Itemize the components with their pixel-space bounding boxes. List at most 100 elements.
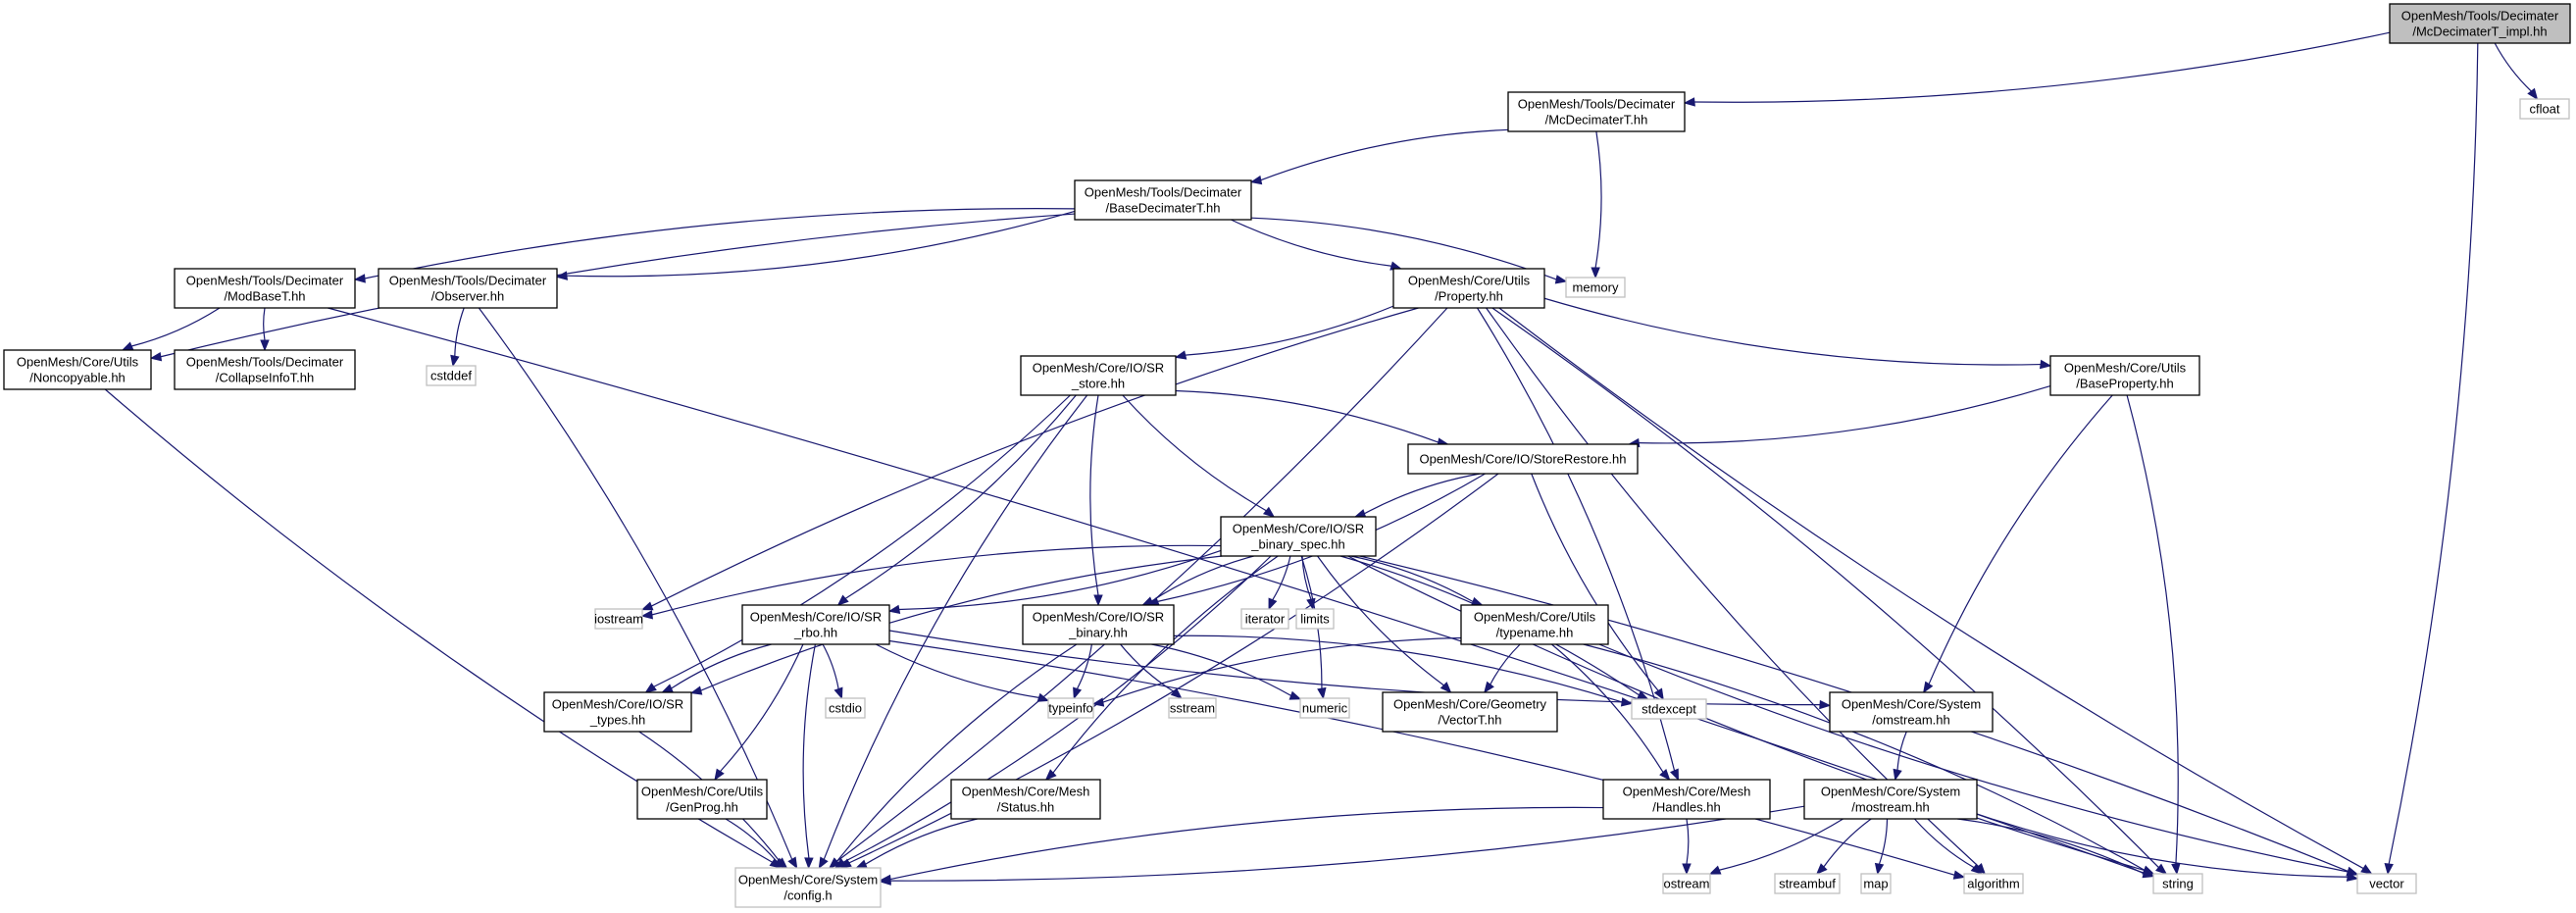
- edge-srrbo-to-typeinfo: [875, 643, 1050, 702]
- node-noncopy[interactable]: OpenMesh/Core/Utils/Noncopyable.hh: [3, 349, 152, 390]
- arrowhead-icon: [1815, 863, 1828, 875]
- arrowhead-icon: [644, 683, 657, 693]
- arrowhead-icon: [1970, 863, 1983, 875]
- edge-line: [889, 806, 1604, 881]
- node-label: /Noncopyable.hh: [29, 371, 126, 385]
- node-label: _rbo.hh: [793, 626, 837, 640]
- node-mcdec[interactable]: OpenMesh/Tools/Decimater/McDecimaterT.hh: [1507, 91, 1686, 132]
- node-iterator: iterator: [1240, 608, 1289, 630]
- edge-basedec-to-modbase: [353, 208, 1076, 283]
- node-string: string: [2152, 873, 2203, 894]
- edge-property-to-vector: [1498, 307, 2373, 875]
- node-vectort[interactable]: OpenMesh/Core/Geometry/VectorT.hh: [1382, 691, 1558, 733]
- edge-line: [836, 643, 1078, 862]
- node-limits: limits: [1295, 608, 1335, 630]
- node-binspec[interactable]: OpenMesh/Core/IO/SR_binary_spec.hh: [1220, 516, 1377, 557]
- node-omstream[interactable]: OpenMesh/Core/System/omstream.hh: [1829, 691, 1994, 733]
- node-label: /typename.hh: [1496, 626, 1574, 640]
- node-box: [1407, 443, 1639, 475]
- arrowhead-icon: [829, 857, 841, 869]
- node-label: numeric: [1302, 701, 1348, 716]
- edge-baseprop-to-omstream: [1922, 394, 2113, 694]
- edge-line: [131, 307, 221, 347]
- edge-line: [1151, 643, 1291, 696]
- node-srtypes[interactable]: OpenMesh/Core/IO/SR_types.hh: [543, 691, 692, 733]
- arrowhead-icon: [1620, 697, 1634, 707]
- edge-srstore-to-config: [818, 394, 1088, 870]
- edge-line: [1122, 394, 1267, 512]
- edge-line: [1686, 818, 1690, 865]
- node-box: [1168, 697, 1217, 719]
- node-label: cstdio: [829, 701, 862, 716]
- edge-line: [1364, 473, 1481, 515]
- edge-srbinary-to-sstream: [1120, 643, 1183, 699]
- node-label: stdexcept: [1642, 702, 1696, 717]
- node-algorithm: algorithm: [1963, 873, 2024, 894]
- edge-line: [888, 639, 1955, 876]
- edge-line: [1823, 818, 1872, 868]
- arrowhead-icon: [1893, 768, 1902, 782]
- node-label: /BaseProperty.hh: [2076, 377, 2173, 391]
- node-box: [636, 779, 768, 820]
- node-label: OpenMesh/Core/Geometry: [1393, 697, 1547, 712]
- edge-binspec-to-vectort: [1317, 555, 1452, 693]
- node-genprog[interactable]: OpenMesh/Core/Utils/GenProg.hh: [636, 779, 768, 820]
- node-root[interactable]: OpenMesh/Tools/Decimater/McDecimaterT_im…: [2389, 3, 2571, 44]
- edge-line: [651, 544, 1222, 616]
- node-cstdio: cstdio: [825, 697, 866, 719]
- node-storerestore[interactable]: OpenMesh/Core/IO/StoreRestore.hh: [1407, 443, 1639, 475]
- node-collapse[interactable]: OpenMesh/Tools/Decimater/CollapseInfoT.h…: [174, 349, 356, 390]
- arrowhead-icon: [149, 351, 163, 362]
- node-label: cstddef: [430, 369, 472, 383]
- node-typename[interactable]: OpenMesh/Core/Utils/typename.hh: [1460, 604, 1609, 645]
- edge-line: [822, 643, 839, 689]
- edge-line: [1594, 130, 1602, 269]
- node-ostream: ostream: [1662, 873, 1711, 894]
- node-baseprop[interactable]: OpenMesh/Core/Utils/BaseProperty.hh: [2049, 355, 2200, 396]
- arrowhead-icon: [2360, 864, 2373, 875]
- node-label: streambuf: [1779, 877, 1836, 891]
- node-label: OpenMesh/Core/System: [1842, 697, 1981, 712]
- node-label: /mostream.hh: [1851, 800, 1929, 815]
- node-label: OpenMesh/Core/System: [738, 873, 878, 888]
- node-label: OpenMesh/Core/Utils: [1474, 610, 1596, 625]
- node-srrbo[interactable]: OpenMesh/Core/IO/SR_rbo.hh: [741, 604, 890, 645]
- arrowhead-icon: [450, 354, 460, 368]
- arrowhead-icon: [1484, 681, 1494, 694]
- node-basedec[interactable]: OpenMesh/Tools/Decimater/BaseDecimaterT.…: [1074, 179, 1252, 221]
- edge-mostream-to-streambuf: [1815, 818, 1872, 875]
- node-modbase[interactable]: OpenMesh/Tools/Decimater/ModBaseT.hh: [174, 268, 356, 309]
- arrowhead-icon: [1141, 596, 1154, 606]
- node-label: OpenMesh/Core/Utils: [2064, 361, 2187, 376]
- edge-line: [1976, 813, 2349, 878]
- arrowhead-icon: [1554, 275, 1568, 284]
- arrowhead-icon: [1683, 97, 1695, 107]
- arrowhead-icon: [1170, 687, 1183, 699]
- node-label: /GenProg.hh: [666, 800, 738, 815]
- node-box: [825, 697, 866, 719]
- node-label: _binary_spec.hh: [1250, 537, 1344, 552]
- edge-line: [1151, 555, 1254, 602]
- node-label: /VectorT.hh: [1438, 713, 1501, 728]
- edge-line: [1928, 394, 2113, 685]
- node-srbinary[interactable]: OpenMesh/Core/IO/SR_binary.hh: [1022, 604, 1175, 645]
- node-srstore[interactable]: OpenMesh/Core/IO/SR_store.hh: [1020, 355, 1177, 396]
- arrowhead-icon: [804, 857, 814, 870]
- node-label: memory: [1573, 280, 1619, 295]
- node-status[interactable]: OpenMesh/Core/Mesh/Status.hh: [950, 779, 1101, 820]
- node-property[interactable]: OpenMesh/Core/Utils/Property.hh: [1392, 268, 1545, 309]
- node-box: [1047, 697, 1094, 719]
- node-handles[interactable]: OpenMesh/Core/Mesh/Handles.hh: [1602, 779, 1771, 820]
- node-box: [2519, 98, 2570, 120]
- node-box: [1507, 91, 1686, 132]
- node-mostream[interactable]: OpenMesh/Core/System/mostream.hh: [1803, 779, 1978, 820]
- node-box: [426, 365, 477, 386]
- edge-property-to-baseprop: [1543, 297, 2052, 370]
- node-box: [1220, 516, 1377, 557]
- edge-line: [1102, 636, 1462, 703]
- node-box: [1602, 779, 1771, 820]
- node-observer[interactable]: OpenMesh/Tools/Decimater/Observer.hh: [378, 268, 558, 309]
- arrowhead-icon: [1093, 594, 1103, 607]
- edge-line: [651, 307, 1419, 607]
- edge-line: [1693, 31, 2391, 103]
